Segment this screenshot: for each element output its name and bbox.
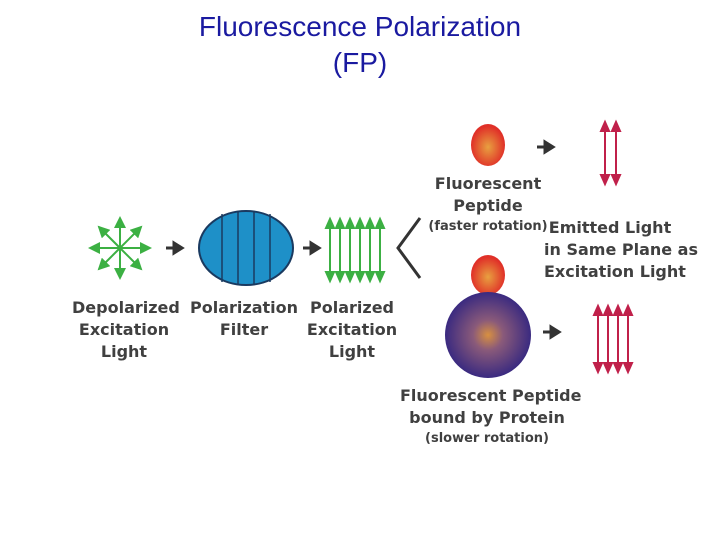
emitted-light-fast-icon: [599, 119, 622, 187]
label-line: Emitted Light: [548, 218, 672, 237]
arrow-right-icon: [303, 240, 322, 256]
label-line: Light: [100, 342, 148, 361]
bound-label: Fluorescent Peptide bound by Protein (sl…: [400, 385, 582, 449]
protein-icon: [445, 292, 531, 378]
label-line: Fluorescent Peptide: [400, 386, 582, 405]
fluorescent-peptide-icon: [471, 255, 505, 295]
title-line-1: Fluorescence Polarization: [198, 11, 522, 42]
filter-label: Polarization Filter: [190, 297, 298, 341]
arrow-right-icon: [543, 324, 562, 340]
title-line-2: (FP): [332, 47, 388, 78]
label-line: Peptide: [453, 196, 523, 215]
depolarized-label: Depolarized Excitation Light: [72, 297, 180, 363]
label-line: Depolarized: [72, 298, 180, 317]
label-line: Filter: [219, 320, 269, 339]
label-line: (faster rotation): [428, 219, 548, 234]
label-line: Polarization: [190, 298, 298, 317]
label-line: in Same Plane as: [544, 240, 698, 259]
label-line: Polarized: [310, 298, 394, 317]
peptide-label: Fluorescent Peptide (faster rotation): [424, 173, 552, 237]
fluorescent-peptide-icon: [471, 124, 505, 166]
split-chevron-icon: [396, 217, 422, 279]
arrow-right-icon: [166, 240, 185, 256]
polarized-label: Polarized Excitation Light: [306, 297, 398, 363]
label-line: Light: [328, 342, 376, 361]
label-line: Excitation Light: [544, 262, 686, 281]
polarized-light-icon: [324, 216, 386, 284]
label-line: (slower rotation): [425, 431, 549, 446]
emitted-light-slow-icon: [592, 303, 634, 375]
emitted-label: Emitted Light in Same Plane as Excitatio…: [544, 217, 698, 283]
polarization-filter-icon: [198, 210, 294, 286]
label-line: bound by Protein: [409, 408, 565, 427]
label-line: Fluorescent: [434, 174, 542, 193]
depolarized-light-icon: [88, 216, 152, 280]
arrow-right-icon: [537, 139, 556, 155]
label-line: Excitation: [78, 320, 170, 339]
label-line: Excitation: [306, 320, 398, 339]
